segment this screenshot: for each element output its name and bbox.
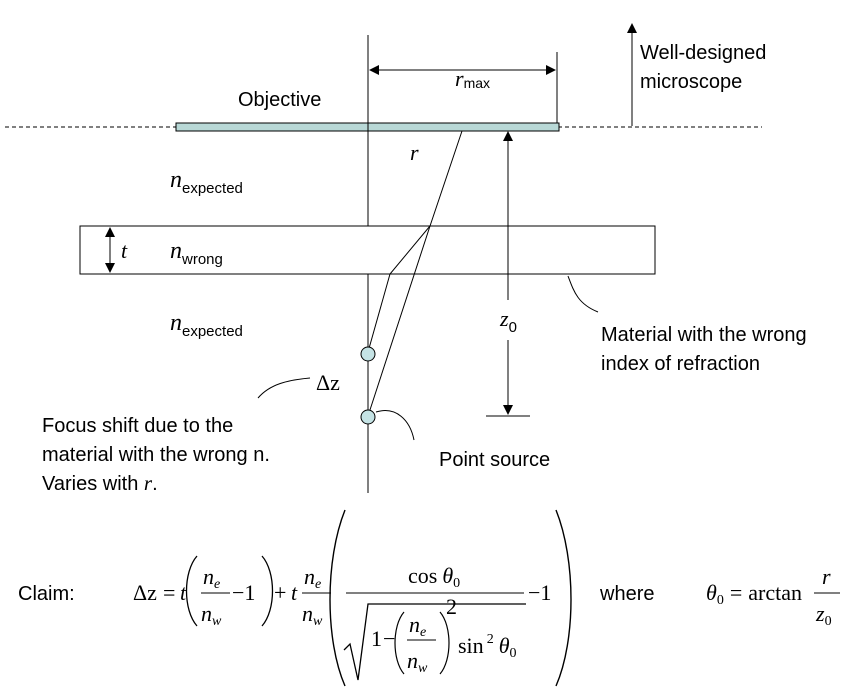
straight-ray <box>367 225 431 417</box>
objective-label: Objective <box>238 89 321 111</box>
eq-paren1-left <box>185 555 198 627</box>
frac-z0: z0 <box>815 601 832 629</box>
eq-nw-2: nw <box>302 601 323 629</box>
eq-big-paren-right <box>555 509 572 687</box>
well-designed-label-2: microscope <box>640 71 742 93</box>
r-max-label: rmax <box>455 66 490 91</box>
focus-shift-label-2: material with the wrong n. <box>42 444 270 466</box>
eq-paren1-right <box>261 555 274 627</box>
eq-nw-1: nw <box>201 601 222 629</box>
n-wrong-label: nwrong <box>170 238 223 268</box>
eq-ne-1: ne <box>203 564 220 592</box>
frac-r: r <box>822 564 831 589</box>
delta-z-leader <box>257 377 311 399</box>
apparent-focus-point <box>360 346 376 362</box>
focus-shift-label-3: Varies with r. <box>42 471 158 495</box>
eq-inner-paren-left <box>394 611 405 675</box>
where-label: where <box>599 583 654 605</box>
theta-def: θ0=arctan <box>706 580 802 608</box>
eq-minus1-a: −1 <box>232 580 255 605</box>
refracted-ray <box>367 130 463 353</box>
eq-one: 1 <box>371 626 382 651</box>
eq-inner-paren-right <box>439 611 450 675</box>
t-label: t <box>121 238 128 263</box>
eq-plus: + <box>274 580 286 605</box>
point-source <box>360 409 376 425</box>
eq-minus-inner: − <box>383 626 395 651</box>
eq-big-paren-left <box>329 509 346 687</box>
eq-nw-3: nw <box>407 648 428 676</box>
eq-ne-3: ne <box>409 612 426 640</box>
delta-z-label: Δz <box>316 370 340 395</box>
eq-equals: = <box>163 580 175 605</box>
point-source-leader <box>375 410 415 441</box>
z0-label: z0 <box>499 306 517 336</box>
eq-t2: t <box>291 580 298 605</box>
focus-shift-label-1: Focus shift due to the <box>42 415 233 437</box>
material-label-1: Material with the wrong <box>601 324 807 346</box>
r-label: r <box>410 140 419 165</box>
n-expected-top-label: nexpected <box>170 167 243 197</box>
claim-label: Claim: <box>18 583 75 605</box>
eq-ne-2: ne <box>304 564 321 592</box>
eq-minus1-b: −1 <box>528 580 551 605</box>
eq-square: 2 <box>446 594 457 619</box>
material-leader <box>567 275 599 313</box>
material-label-2: index of refraction <box>601 353 760 375</box>
eq-lhs: Δz <box>133 580 157 605</box>
eq-t1: t <box>180 580 187 605</box>
wrong-index-slab <box>79 225 656 275</box>
eq-sqrt-sign <box>343 603 526 681</box>
well-designed-label-1: Well-designed <box>640 42 766 64</box>
n-expected-bottom-label: nexpected <box>170 310 243 340</box>
point-source-label: Point source <box>439 449 550 471</box>
